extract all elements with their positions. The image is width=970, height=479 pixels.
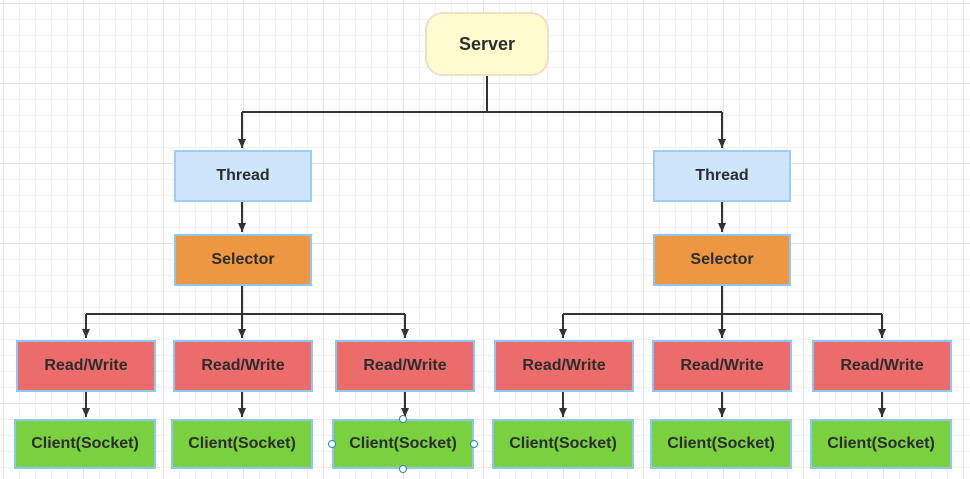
read-write-label: Read/Write <box>44 357 128 374</box>
client-label: Client(Socket) <box>667 435 775 452</box>
client-label: Client(Socket) <box>349 435 457 452</box>
read-write-node[interactable]: Read/Write <box>173 340 313 392</box>
server-node[interactable]: Server <box>425 12 549 76</box>
connector-server-bus <box>242 76 722 113</box>
server-label: Server <box>458 33 516 54</box>
selector-node-right[interactable]: Selector <box>653 234 791 286</box>
selector-label: Selector <box>690 251 754 268</box>
selection-handle-right[interactable] <box>470 440 478 448</box>
selection-handle-bottom[interactable] <box>399 465 407 473</box>
client-socket-node[interactable]: Client(Socket) <box>810 419 952 469</box>
client-socket-node[interactable]: Client(Socket) <box>492 419 634 469</box>
read-write-node[interactable]: Read/Write <box>335 340 475 392</box>
read-write-node[interactable]: Read/Write <box>16 340 156 392</box>
client-socket-node[interactable]: Client(Socket) <box>650 419 792 469</box>
client-label: Client(Socket) <box>31 435 139 452</box>
read-write-label: Read/Write <box>363 357 447 374</box>
selection-handle-left[interactable] <box>328 440 336 448</box>
client-label: Client(Socket) <box>509 435 617 452</box>
read-write-label: Read/Write <box>840 357 924 374</box>
read-write-label: Read/Write <box>201 357 285 374</box>
thread-label: Thread <box>216 167 270 184</box>
selection-handle-top[interactable] <box>399 415 407 423</box>
thread-node-right[interactable]: Thread <box>653 150 791 202</box>
read-write-node[interactable]: Read/Write <box>494 340 634 392</box>
client-label: Client(Socket) <box>188 435 296 452</box>
read-write-node[interactable]: Read/Write <box>652 340 792 392</box>
selector-label: Selector <box>211 251 275 268</box>
connector-selector-bus-right <box>563 286 882 315</box>
client-socket-node[interactable]: Client(Socket) <box>171 419 313 469</box>
client-socket-node-selected[interactable]: Client(Socket) <box>332 419 474 469</box>
selector-node-left[interactable]: Selector <box>174 234 312 286</box>
connector-selector-bus-left <box>86 286 405 315</box>
client-socket-node[interactable]: Client(Socket) <box>14 419 156 469</box>
read-write-label: Read/Write <box>680 357 764 374</box>
thread-label: Thread <box>695 167 749 184</box>
thread-node-left[interactable]: Thread <box>174 150 312 202</box>
read-write-node[interactable]: Read/Write <box>812 340 952 392</box>
read-write-label: Read/Write <box>522 357 606 374</box>
client-label: Client(Socket) <box>827 435 935 452</box>
